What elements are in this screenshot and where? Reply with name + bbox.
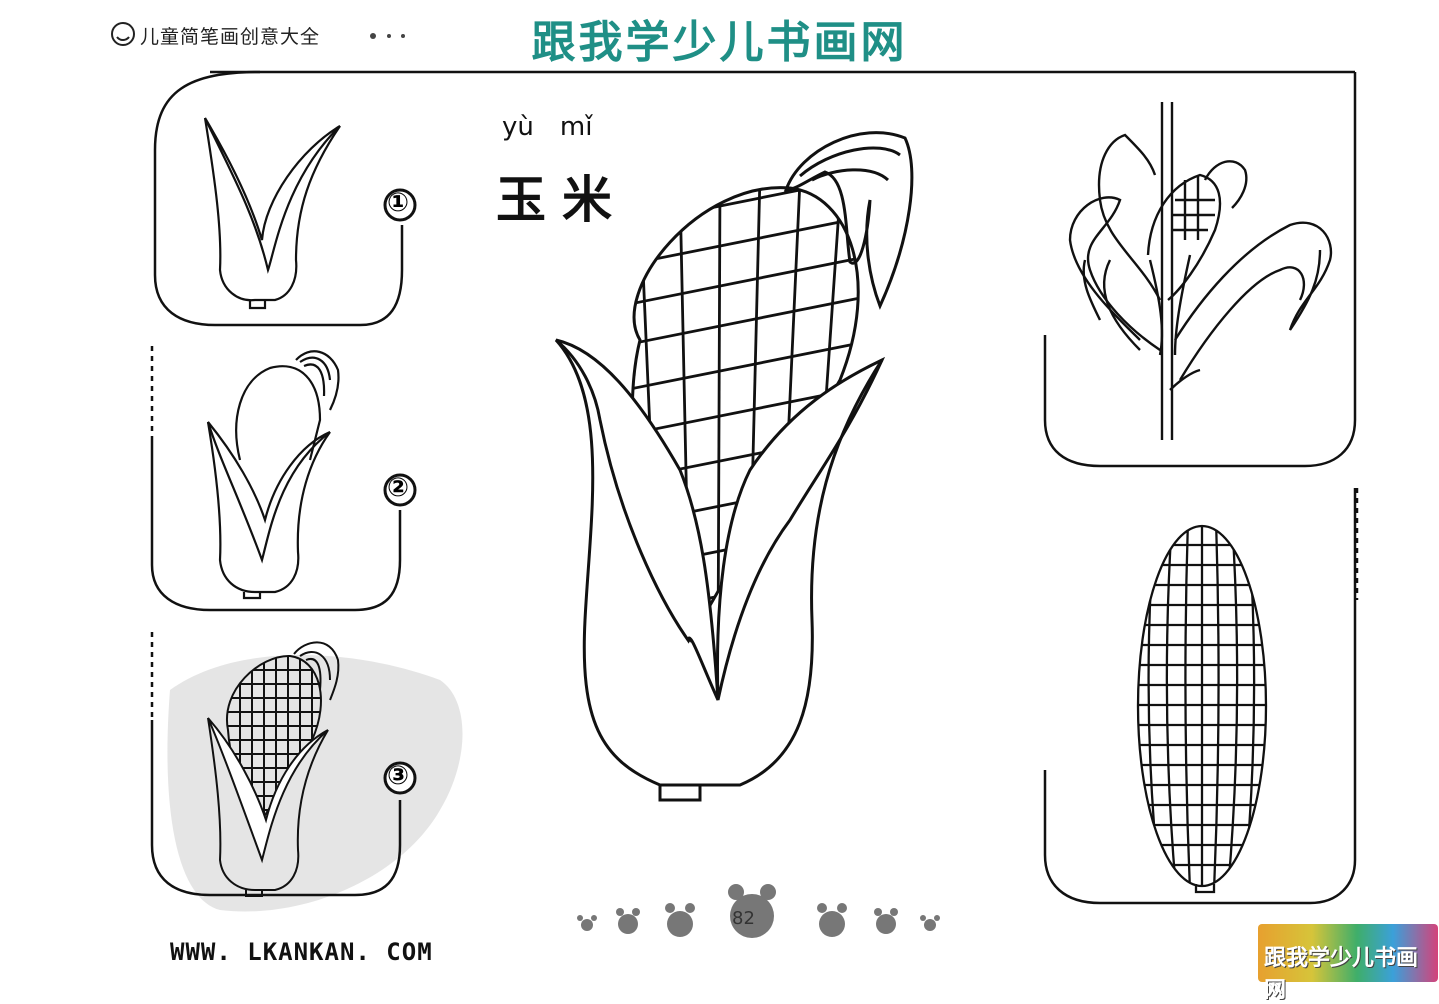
site-badge [1258, 924, 1438, 982]
subject-hanzi: 玉米 [496, 170, 628, 229]
page-number: 82 [732, 908, 755, 929]
pinyin-syllable: mǐ [559, 112, 593, 142]
step-number-1: ① [387, 188, 410, 218]
page-drawing [111, 22, 1359, 938]
smiley-icon [111, 22, 135, 46]
site-badge-text: 跟我学少儿书画网 [1264, 946, 1419, 1003]
step-number-3: ③ [387, 761, 410, 791]
watermark-stamp [167, 655, 463, 912]
footer-url: WWW. LKANKAN. COM [170, 938, 433, 966]
paw-decorations [577, 884, 940, 938]
step-number-2: ② [387, 473, 410, 503]
pinyin-syllable: yù [502, 112, 534, 142]
site-title: 跟我学少儿书画网 [531, 17, 908, 68]
series-label: 儿童简笔画创意大全 [140, 26, 321, 48]
